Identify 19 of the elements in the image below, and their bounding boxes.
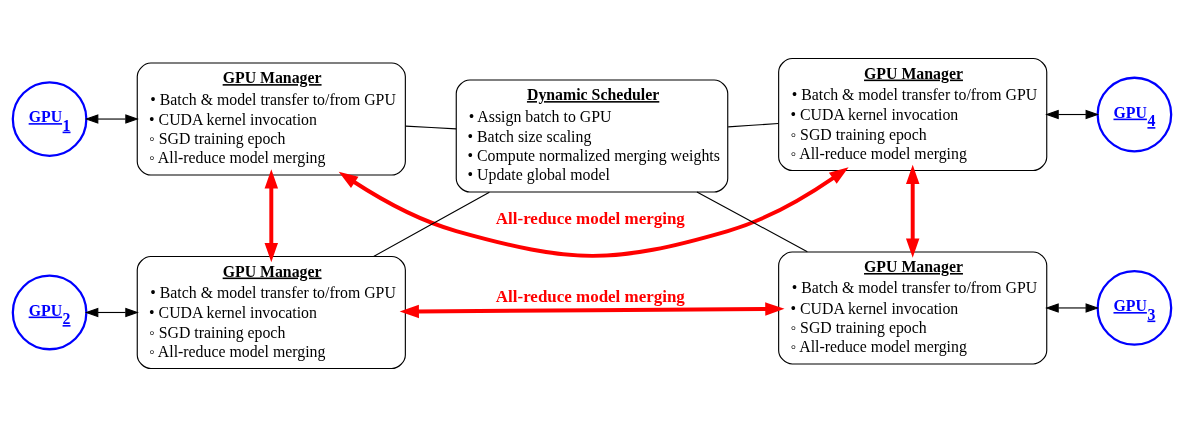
arrow — [1045, 109, 1100, 120]
arrow — [399, 302, 785, 319]
edge-label: All-reduce model merging — [495, 287, 685, 307]
connector — [696, 191, 808, 253]
arrow — [1045, 303, 1100, 313]
arrow — [84, 114, 139, 124]
arrow — [84, 307, 139, 318]
connector — [405, 125, 457, 130]
node-box: GPU Manager • Batch & model transfer to/from GPU • CUDA kernel invocation ◦ SGD training epoch ◦ All-reduce model merging — [778, 251, 1048, 365]
connector — [373, 191, 490, 257]
arrow — [338, 167, 849, 258]
node-box: GPU Manager • Batch & model transfer to/from GPU • CUDA kernel invocation ◦ SGD training epoch ◦ All-reduce model merging — [778, 57, 1048, 172]
node-box: Dynamic Scheduler • Assign batch to GPU • Batch size scaling • Compute normalized merging weights • Update global model — [455, 79, 729, 193]
connector — [727, 122, 779, 128]
node-box: GPU Manager • Batch & model transfer to/from GPU • CUDA kernel invocation ◦ SGD training epoch ◦ All-reduce model merging — [136, 255, 406, 370]
edge-label: All-reduce model merging — [495, 209, 685, 229]
arrow — [264, 169, 279, 263]
arrow — [905, 164, 920, 258]
node-box: GPU Manager • Batch & model transfer to/from GPU • CUDA kernel invocation ◦ SGD training epoch ◦ All-reduce model merging — [136, 62, 406, 176]
